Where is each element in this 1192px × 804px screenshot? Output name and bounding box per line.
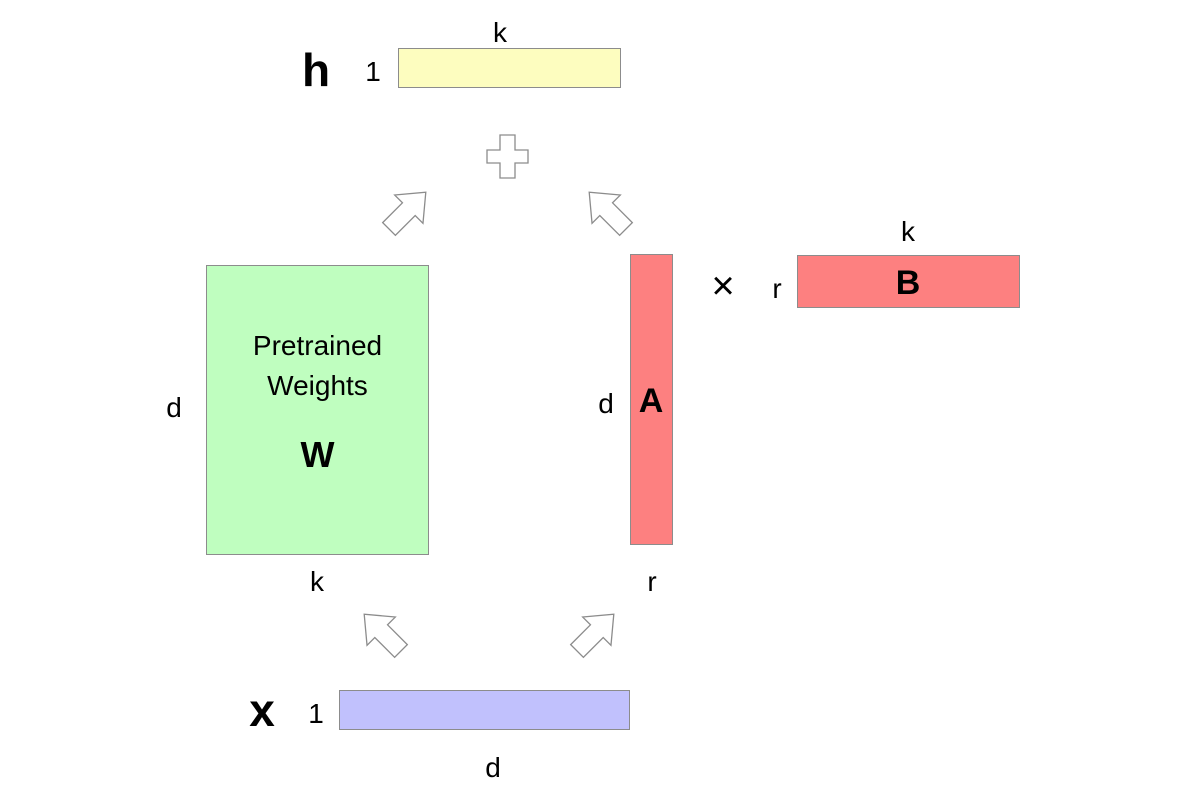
w-cols-label: k (310, 566, 324, 597)
pretrained-weights-matrix: Pretrained Weights W (206, 265, 429, 555)
b-rows-label: r (772, 273, 782, 304)
h-vector (398, 48, 621, 88)
x-vector (339, 690, 630, 730)
plus-icon (486, 134, 529, 179)
arrow-a-to-plus-icon (574, 177, 641, 244)
a-rows-label: d (598, 388, 614, 419)
h-symbol: h (301, 44, 331, 96)
x-cols-label: d (485, 752, 501, 783)
a-cols-label: r (647, 566, 657, 597)
arrow-x-to-w-icon (349, 599, 416, 666)
h-cols-label: k (493, 17, 507, 48)
arrow-x-to-a-icon (562, 599, 629, 666)
w-symbol: W (300, 434, 335, 475)
pretrained-weights-label: Pretrained Weights (252, 330, 383, 401)
b-matrix (797, 255, 1020, 308)
a-symbol: A (638, 382, 664, 420)
multiply-symbol: × (711, 264, 735, 308)
b-cols-label: k (901, 216, 915, 247)
b-symbol: B (895, 264, 921, 302)
w-rows-label: d (166, 392, 182, 423)
x-rows-label: 1 (308, 698, 324, 729)
arrow-w-to-plus-icon (374, 177, 441, 244)
x-symbol: x (249, 684, 275, 736)
h-rows-label: 1 (365, 56, 381, 87)
a-matrix (630, 254, 673, 545)
